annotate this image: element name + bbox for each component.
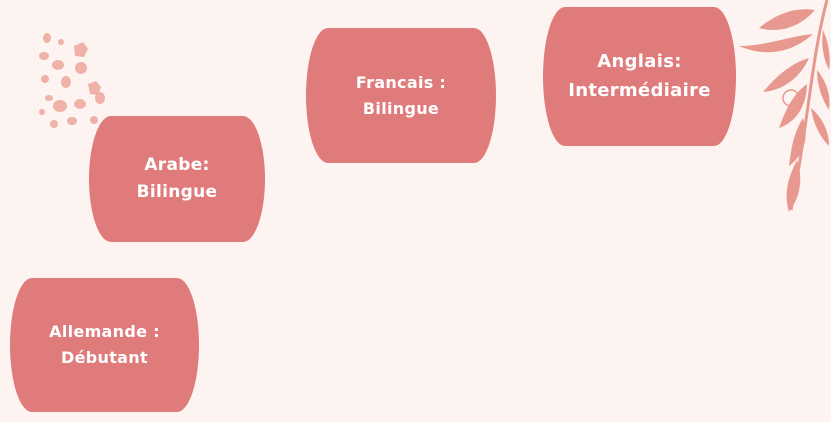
language-name: Allemande : (49, 322, 160, 342)
language-level: Débutant (61, 348, 148, 367)
language-level: Bilingue (136, 182, 218, 202)
language-card-anglais: Anglais: Intermédiaire (543, 7, 736, 146)
language-name: Arabe: (144, 154, 210, 175)
language-card-arabe: Arabe: Bilingue (89, 116, 265, 242)
speckle-dots-icon (39, 33, 105, 128)
language-level: Intermédiaire (568, 79, 711, 101)
language-card-francais: Francais : Bilingue (306, 28, 496, 163)
language-level: Bilingue (362, 98, 440, 118)
language-name: Francais : (355, 72, 447, 92)
leafy-branch-icon (739, 0, 830, 212)
language-card-allemande: Allemande : Débutant (10, 278, 199, 412)
language-name: Anglais: (597, 50, 682, 72)
